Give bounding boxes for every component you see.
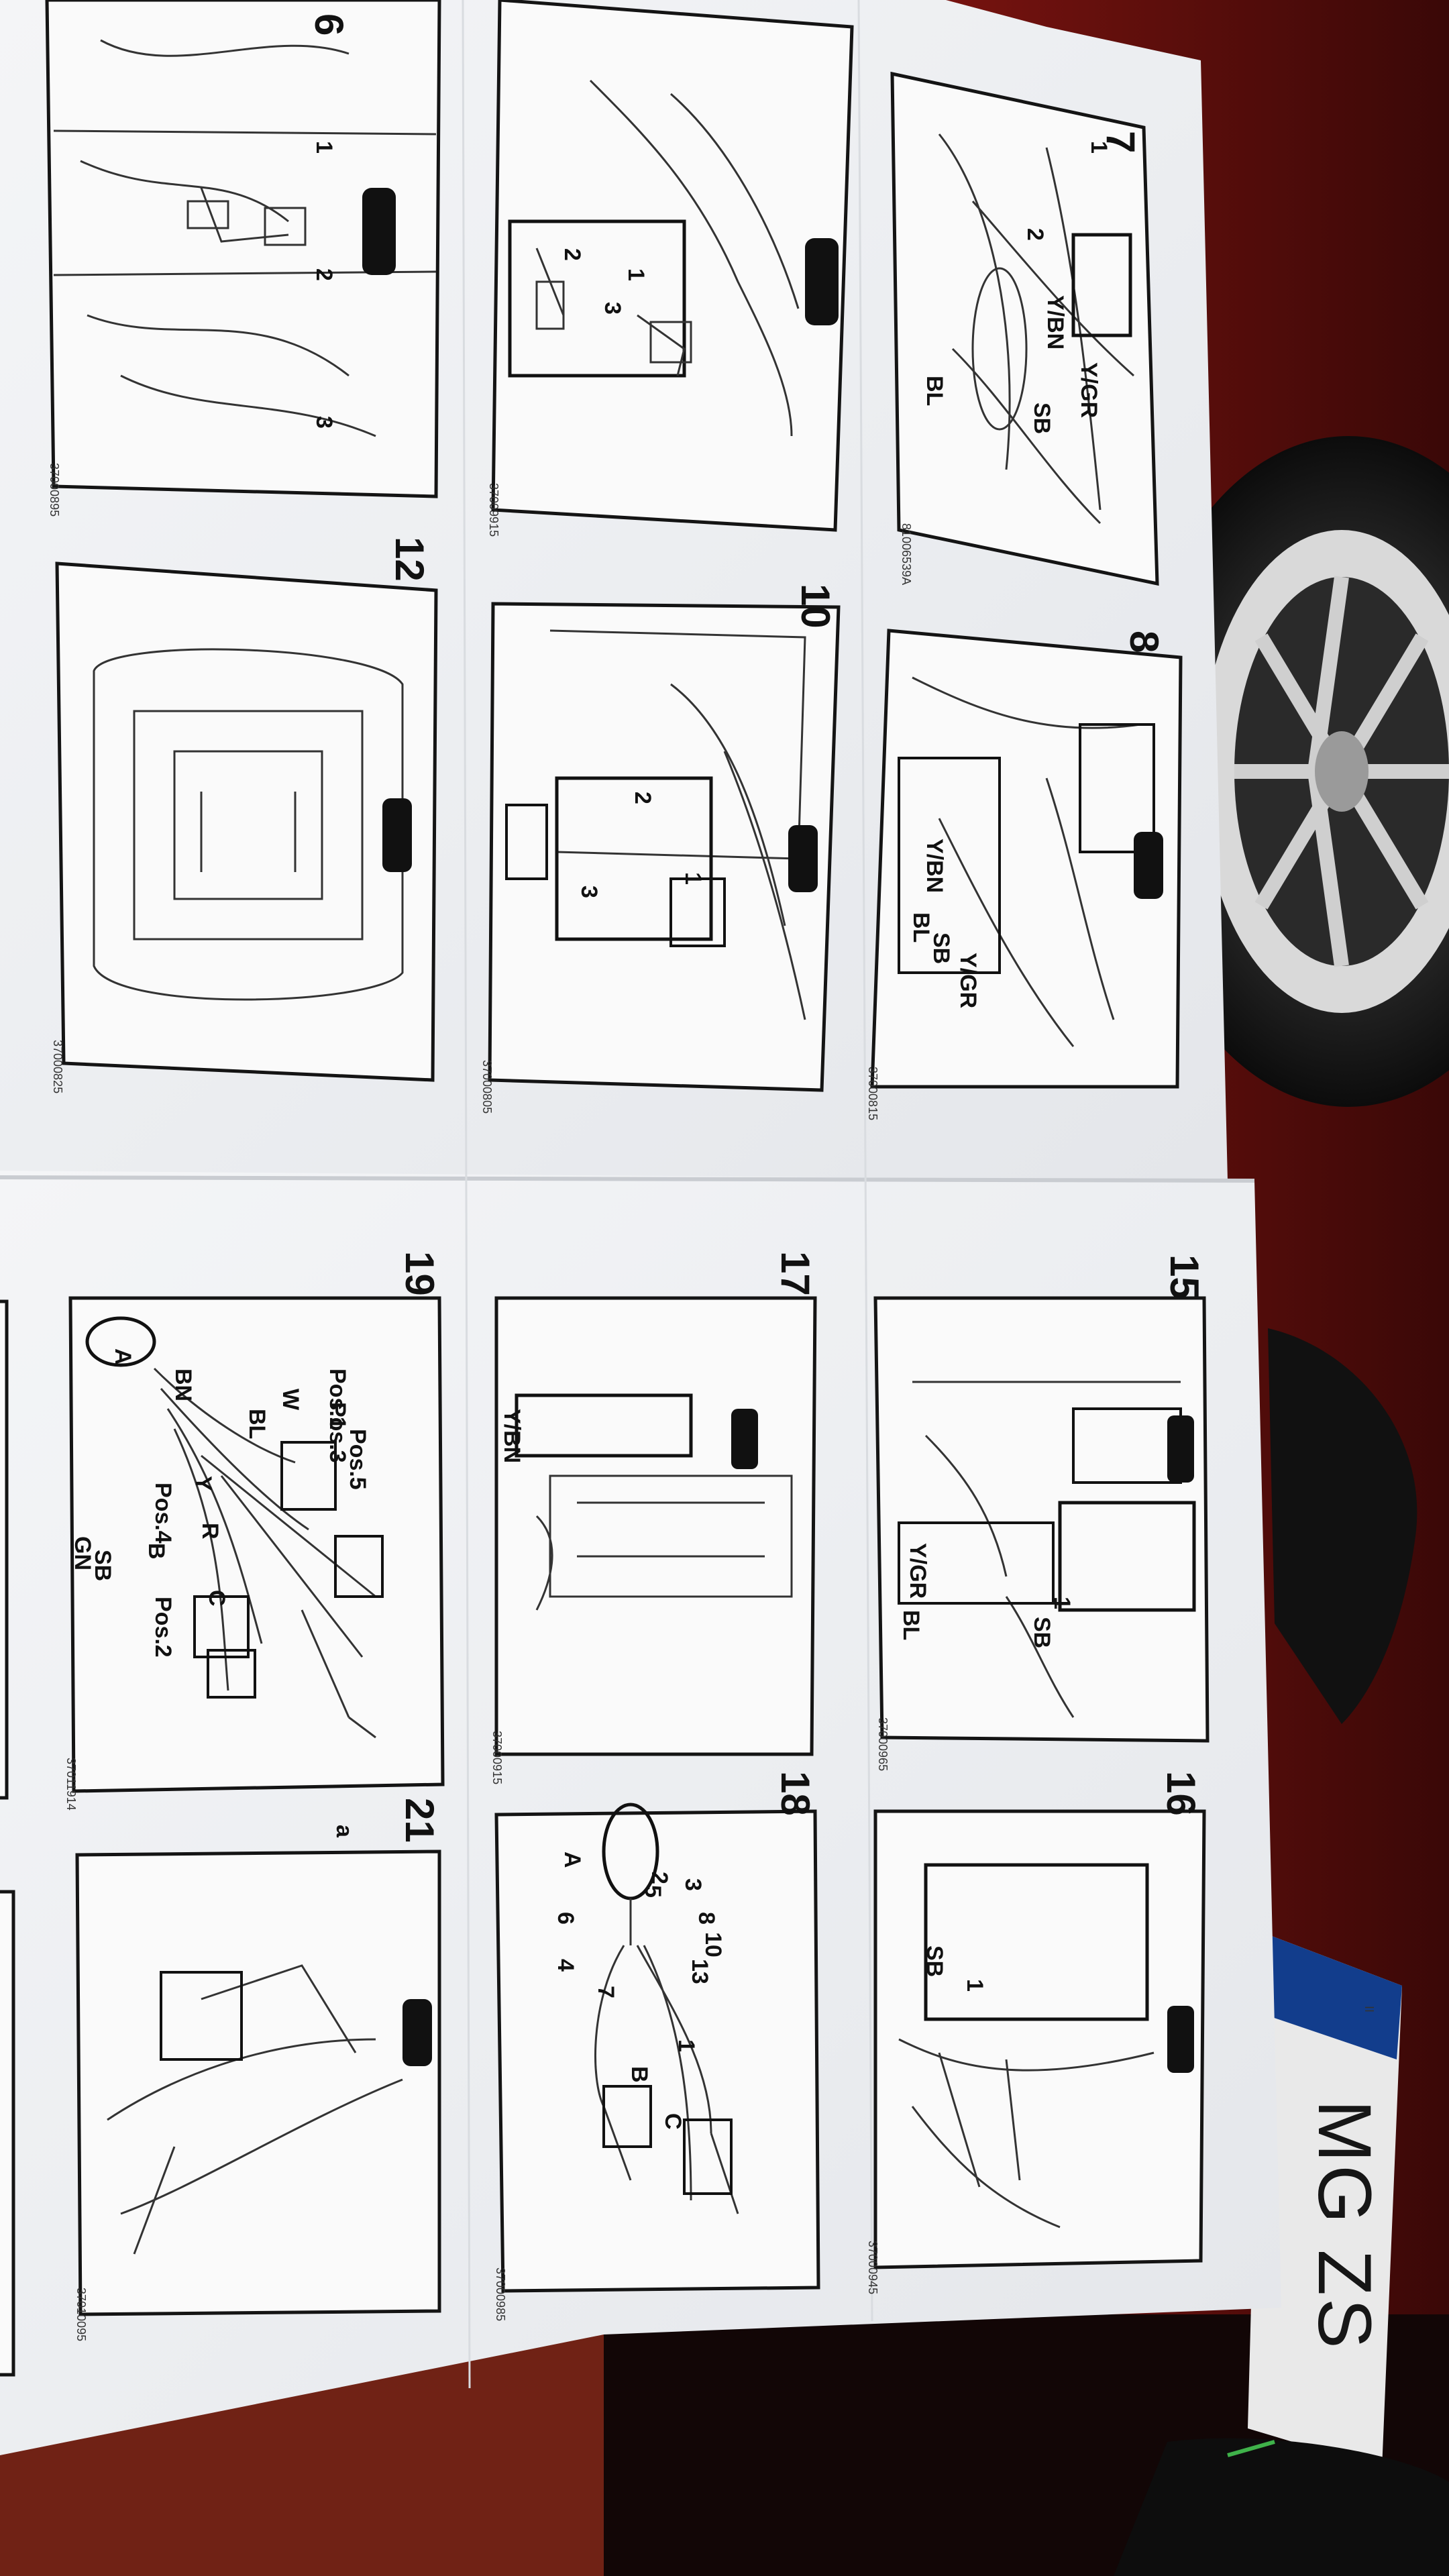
car-mirror xyxy=(1268,1328,1417,1724)
panel-10-frame xyxy=(488,602,841,1092)
panel-15-frame xyxy=(873,1296,1210,1743)
car-light-green xyxy=(1227,2440,1275,2457)
license-plate xyxy=(1248,1932,1402,2469)
panel-left-cut-2 xyxy=(0,1890,15,2377)
sheet-fold-vertical-1 xyxy=(462,0,471,2389)
panel-left-cut-1 xyxy=(0,1299,9,1800)
panel-21-frame xyxy=(75,1849,441,2316)
panel-18-frame xyxy=(494,1809,820,2293)
sheet-fold-middle xyxy=(0,1175,1255,1183)
illustration-linework xyxy=(53,39,1196,2255)
panel-6-frame xyxy=(45,0,441,498)
panel-9-frame xyxy=(491,0,854,532)
panel-19-frame xyxy=(68,1296,445,1793)
panel-16-frame xyxy=(873,1809,1206,2269)
panel-12-frame xyxy=(55,561,438,1082)
car-pictograms xyxy=(362,188,1194,2073)
car-front-dark xyxy=(1114,2438,1449,2576)
sheet-fold-vertical-2 xyxy=(857,0,873,2322)
